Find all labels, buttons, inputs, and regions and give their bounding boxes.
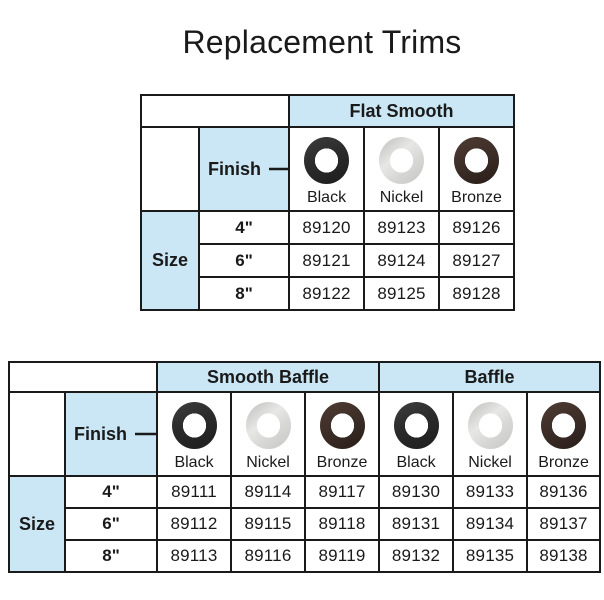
part-number: 89134 (452, 507, 529, 541)
finish-column-black: Black (156, 391, 232, 477)
size-value: 4" (64, 475, 158, 509)
table-row: 8" 89122 89125 89128 (141, 276, 516, 311)
finish-column-nickel: Nickel (452, 391, 529, 477)
group-header-flat-smooth: Flat Smooth (287, 94, 516, 128)
part-number: 89112 (156, 507, 232, 541)
size-value: 6" (64, 507, 158, 541)
finish-name-nickel: Nickel (468, 454, 512, 471)
right-arrow-icon (269, 167, 287, 171)
part-number: 89113 (156, 539, 232, 573)
nickel-ring-swatch-icon (467, 402, 513, 449)
finish-column-bronze: Bronze (437, 126, 516, 212)
spacer-cell (8, 361, 158, 393)
spacer-cell (140, 126, 200, 212)
size-header-cell: Size (140, 210, 200, 311)
part-number: 89114 (230, 475, 306, 509)
part-number: 89115 (230, 507, 306, 541)
part-number: 89116 (230, 539, 306, 573)
finish-label: Finish (208, 158, 261, 179)
right-arrow-icon (135, 432, 155, 436)
finish-label: Finish (74, 423, 127, 444)
part-number: 89136 (526, 475, 602, 509)
finish-name-bronze: Bronze (316, 454, 368, 471)
spacer-cell (8, 391, 66, 477)
part-number: 89120 (288, 210, 365, 245)
part-number: 89117 (303, 475, 381, 509)
finish-header-cell: Finish (198, 126, 290, 212)
part-number: 89121 (288, 243, 365, 278)
group-header-baffle: Baffle (378, 361, 602, 393)
finish-name-black: Black (174, 454, 214, 471)
smooth-baffle-and-baffle-table: Smooth Baffle Baffle Finish Black (8, 361, 602, 573)
part-number: 89123 (363, 210, 440, 245)
finish-header-cell: Finish (64, 391, 158, 477)
part-number: 89130 (378, 475, 455, 509)
bronze-ring-swatch-icon (541, 402, 587, 449)
size-value: 6" (198, 243, 290, 278)
finish-column-bronze: Bronze (303, 391, 381, 477)
finish-name-bronze: Bronze (538, 454, 589, 471)
table-row: 6" 89112 89115 89118 89131 89134 89137 (9, 507, 602, 541)
finish-column-black: Black (378, 391, 455, 477)
finish-column-nickel: Nickel (230, 391, 306, 477)
finish-name-nickel: Nickel (379, 189, 424, 206)
finish-name-bronze: Bronze (451, 189, 502, 206)
black-ring-swatch-icon (304, 137, 349, 184)
nickel-ring-swatch-icon (245, 402, 291, 449)
part-number: 89125 (363, 276, 440, 311)
black-ring-swatch-icon (171, 402, 217, 449)
size-header-cell: Size (8, 475, 66, 573)
part-number: 89131 (378, 507, 455, 541)
part-number: 89135 (452, 539, 529, 573)
finish-name-nickel: Nickel (246, 454, 290, 471)
spacer-cell (140, 94, 290, 128)
black-ring-swatch-icon (393, 402, 439, 449)
part-number: 89137 (526, 507, 602, 541)
part-number: 89124 (363, 243, 440, 278)
group-header-smooth-baffle: Smooth Baffle (155, 361, 381, 393)
part-number: 89132 (378, 539, 455, 573)
finish-column-black: Black (288, 126, 365, 212)
table-row: 8" 89113 89116 89119 89132 89135 89138 (9, 539, 602, 573)
part-number: 89138 (526, 539, 602, 573)
finish-name-black: Black (396, 454, 436, 471)
table-row: Size 4" 89120 89123 89126 (140, 210, 516, 311)
bronze-ring-swatch-icon (454, 137, 499, 184)
part-number: 89126 (437, 210, 516, 245)
finish-column-nickel: Nickel (363, 126, 440, 212)
nickel-ring-swatch-icon (379, 137, 424, 184)
part-number: 89111 (156, 475, 232, 509)
size-value: 8" (198, 276, 290, 311)
part-number: 89122 (288, 276, 365, 311)
finish-column-bronze: Bronze (526, 391, 602, 477)
bronze-ring-swatch-icon (319, 402, 365, 449)
table-row: 6" 89121 89124 89127 (141, 243, 516, 278)
part-number: 89133 (452, 475, 529, 509)
page-title: Replacement Trims (182, 24, 462, 60)
part-number: 89119 (303, 539, 381, 573)
size-value: 8" (64, 539, 158, 573)
part-number: 89128 (437, 276, 516, 311)
part-number: 89127 (437, 243, 516, 278)
flat-smooth-table: Flat Smooth Finish Black (140, 94, 516, 311)
finish-name-black: Black (306, 189, 347, 206)
table-row: Size 4" 89111 89114 89117 89130 89133 89… (8, 475, 602, 573)
part-number: 89118 (303, 507, 381, 541)
size-value: 4" (198, 210, 290, 245)
